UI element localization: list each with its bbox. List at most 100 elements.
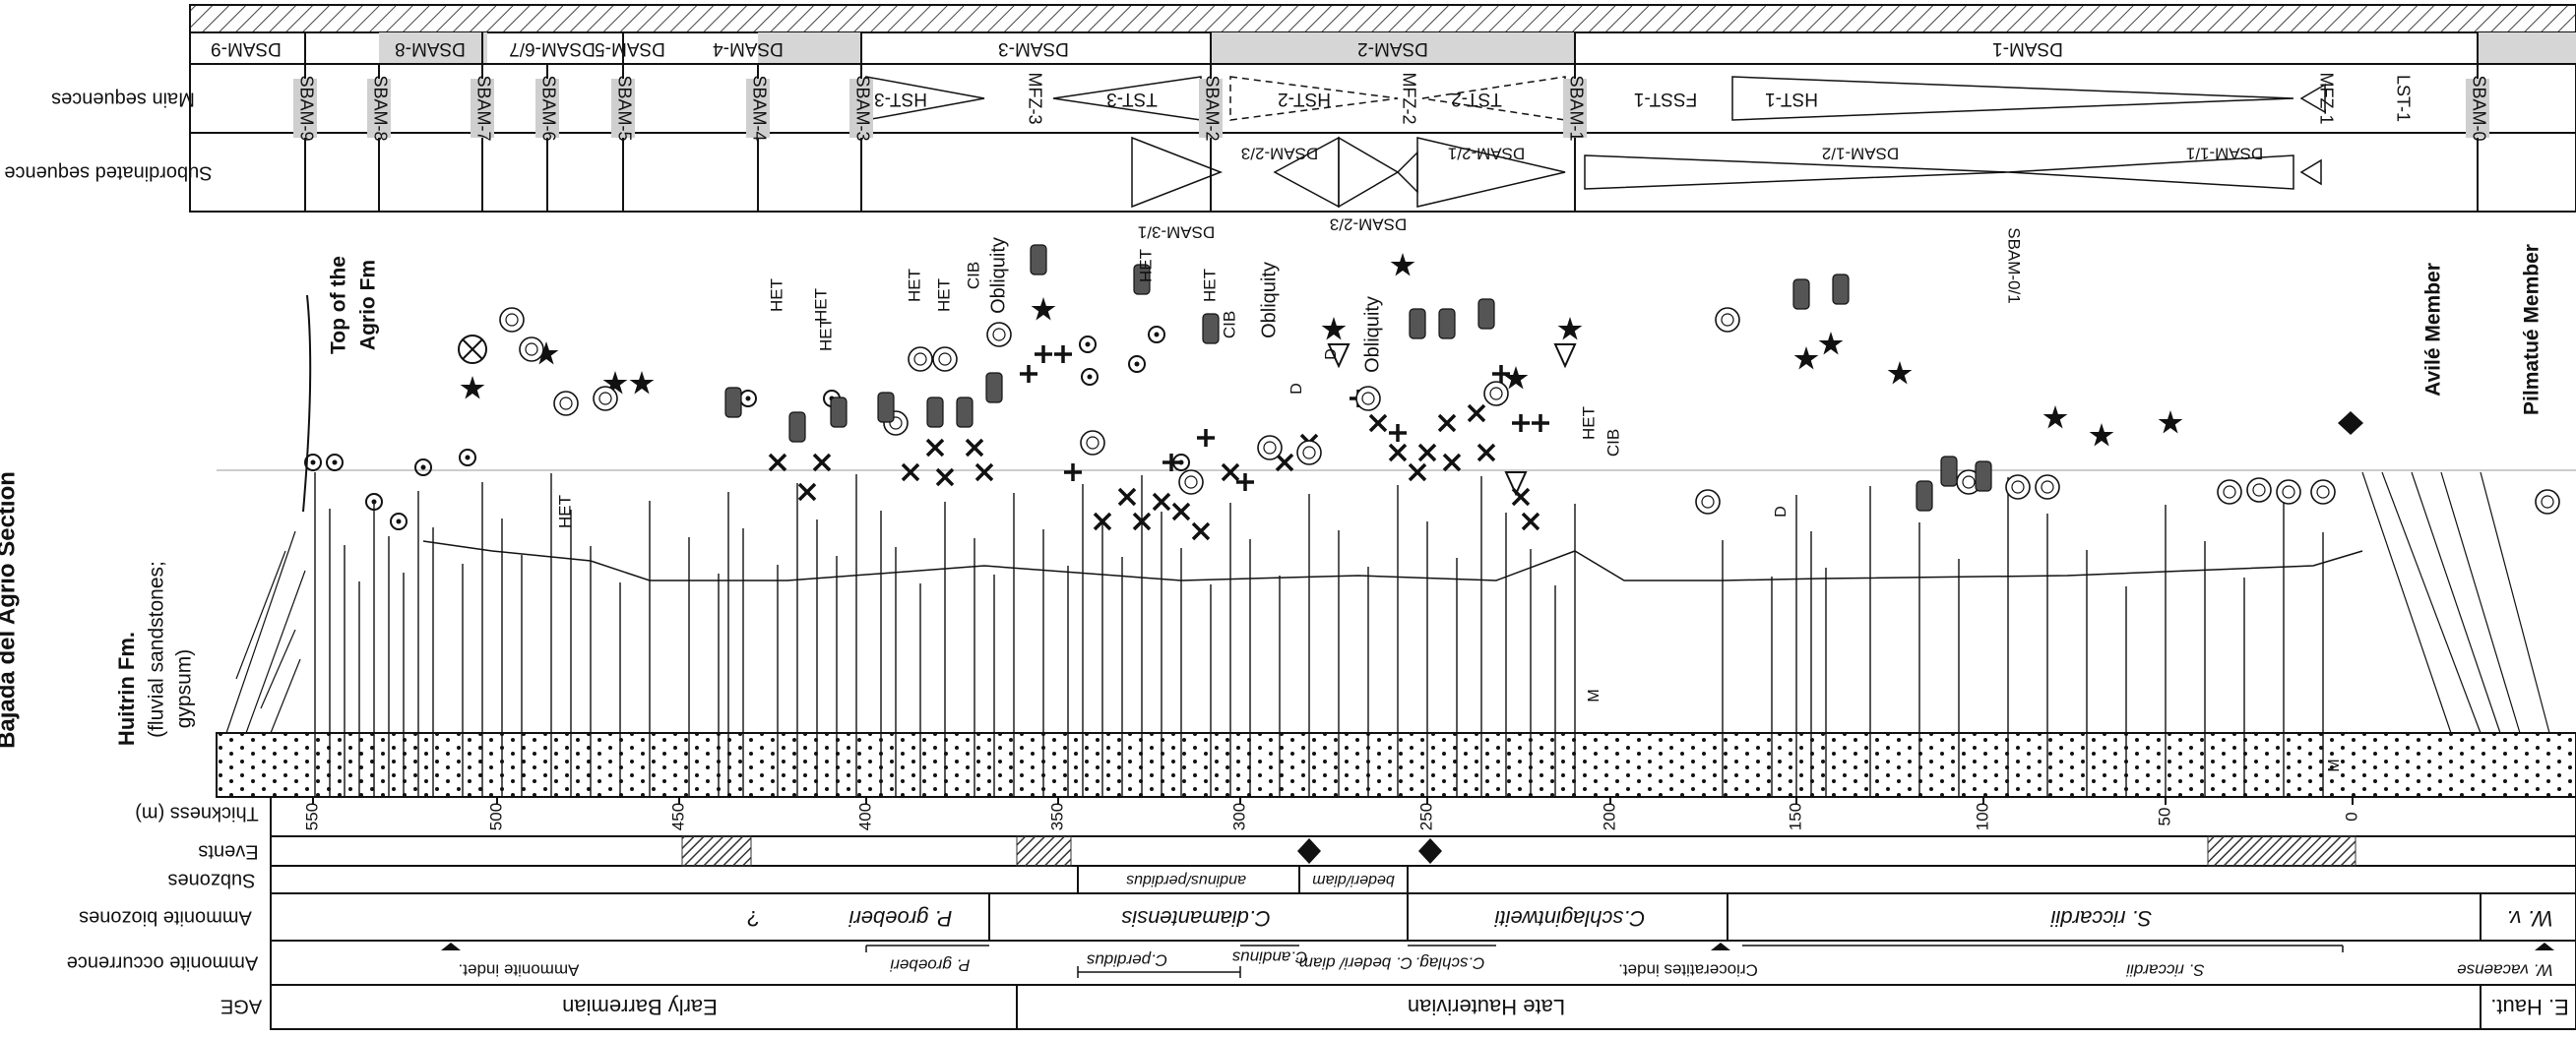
cross-symbol: [1173, 504, 1189, 519]
sbam-label: SBAM-9: [296, 75, 316, 141]
plus-symbol: [1064, 463, 1082, 481]
occurrence-label: Crioceratites indet.: [1618, 961, 1758, 980]
sbam-label: SBAM-6: [538, 75, 558, 141]
thickness-tick-label: 450: [668, 803, 687, 830]
ammonite-symbol: [500, 308, 524, 332]
huitrin-fill: [226, 531, 305, 733]
biozone-label: C.diamantensis: [1121, 906, 1271, 931]
annotation-dsam-2-3: DSAM-2/3: [1330, 215, 1407, 234]
bivalve-symbol: [725, 388, 741, 417]
cross-symbol: [1469, 405, 1484, 421]
cross-symbol: [1154, 494, 1169, 510]
annotation-cib: CIB: [1603, 429, 1622, 457]
row-label-events: Events: [198, 841, 258, 863]
occurrence-label: W. vacaense: [2457, 961, 2553, 980]
biozone-label: W. v.: [2506, 906, 2553, 931]
ammonite-symbol: [2311, 480, 2335, 504]
sbam-label: SBAM-1: [1566, 75, 1586, 141]
sbam-label: SBAM-0: [2469, 75, 2488, 141]
cross-symbol: [770, 455, 785, 470]
event-hatch-1: [682, 836, 751, 866]
annotation-sbam-0-1: SBAM-0/1: [2005, 227, 2024, 303]
annotation-dsam-3-1: DSAM-3/1: [1138, 223, 1215, 242]
sbam-label: SBAM-4: [749, 75, 769, 141]
cross-symbol: [1390, 445, 1406, 460]
dsam-label: DSAM-3: [998, 38, 1069, 59]
cross-symbol: [1410, 464, 1425, 480]
annotation-obliquity: Obliquity: [1258, 262, 1280, 338]
event-hatch-2: [1017, 836, 1071, 866]
biozones-row: [271, 893, 2576, 941]
star-symbol: [2090, 423, 2114, 447]
bivalve-symbol: [1833, 275, 1849, 304]
occurrence-label: S. riccardii: [2125, 961, 2205, 980]
systems-tract-label: MFZ-1: [2316, 73, 2336, 125]
star-symbol: [1391, 253, 1415, 276]
thickness-tick-label: 50: [2155, 808, 2173, 826]
thickness-tick-label: 0: [2342, 812, 2360, 821]
avile-label: Avilé Member: [2422, 263, 2445, 397]
star-symbol: [1819, 332, 1844, 355]
bivalve-symbol: [1203, 314, 1219, 343]
row-label-thickness: Thickness (m): [135, 803, 259, 824]
biozone-label: S. riccardii: [2050, 906, 2153, 931]
systems-tract-label: FSST-1: [1634, 89, 1697, 109]
bivalve-symbol: [1410, 309, 1425, 338]
star-symbol: [2043, 405, 2068, 429]
star-symbol: [1794, 346, 1819, 370]
cross-symbol: [1444, 455, 1460, 470]
star-symbol: [630, 371, 655, 395]
plus-symbol: [1512, 414, 1530, 432]
ammonite-symbol: [987, 323, 1011, 346]
dsam-label: DSAM-8: [395, 38, 466, 59]
plus-symbol: [1197, 429, 1215, 447]
plus-symbol: [1532, 414, 1549, 432]
ammonite-symbol: [2247, 478, 2271, 502]
cross-symbol: [1119, 489, 1135, 505]
profile-line-lower: [1575, 551, 2362, 580]
top-agrio-1: Top of the: [328, 256, 350, 354]
cross-symbol: [927, 440, 943, 456]
annotation-het: HET: [555, 495, 574, 528]
systems-tract-label: LST-1: [2393, 75, 2413, 122]
dsam-label: DSAM-4: [713, 38, 784, 59]
cross-symbol: [903, 464, 918, 480]
cross-symbol: [1419, 445, 1435, 460]
bivalve-symbol: [878, 393, 894, 422]
bivalve-symbol: [831, 397, 847, 427]
cross-symbol: [976, 464, 992, 480]
sbam-label: SBAM-5: [614, 75, 634, 141]
annotation-cib: CIB: [964, 262, 982, 289]
annotation-het: HET: [934, 278, 953, 312]
annotation-het: HET: [905, 269, 923, 302]
bivalve-symbol: [1941, 457, 1957, 486]
annotation-m: M: [2326, 759, 2343, 771]
ammonite-symbol: [1696, 490, 1720, 514]
annotation-d: D: [1323, 348, 1340, 360]
dsam-1-right-shade: [2478, 32, 2576, 64]
ammonite-symbol: [1356, 387, 1380, 410]
systems-tract-label: HST-2: [1278, 89, 1331, 109]
sbam-label: SBAM-3: [852, 75, 872, 141]
annotation-obliquity: Obliquity: [1361, 296, 1383, 373]
thickness-tick-label: 550: [302, 803, 321, 830]
star-symbol: [1558, 317, 1583, 340]
ammonite-symbol: [909, 347, 932, 371]
plus-symbol: [1492, 365, 1510, 383]
sbam-label: SBAM-8: [370, 75, 390, 141]
cross-symbol: [1223, 464, 1238, 480]
ammonite-symbol: [2218, 480, 2241, 504]
ammonite-symbol: [1716, 308, 1739, 332]
dsam-label: DSAM-5: [595, 38, 665, 59]
annotation-het: HET: [1579, 406, 1598, 440]
age-label: E. Haut.: [2490, 995, 2568, 1019]
bivalve-symbol: [789, 412, 805, 442]
cross-symbol: [1193, 523, 1209, 539]
ammonite-symbol: [2536, 490, 2559, 514]
dsam-label: DSAM-9: [211, 38, 282, 59]
bivalve-symbol: [957, 397, 973, 427]
row-label-occurrence: Ammonite occurrence: [67, 952, 259, 974]
section-title: Bajada del Agrio Section: [0, 471, 20, 749]
bivalve-symbol: [986, 373, 1002, 402]
